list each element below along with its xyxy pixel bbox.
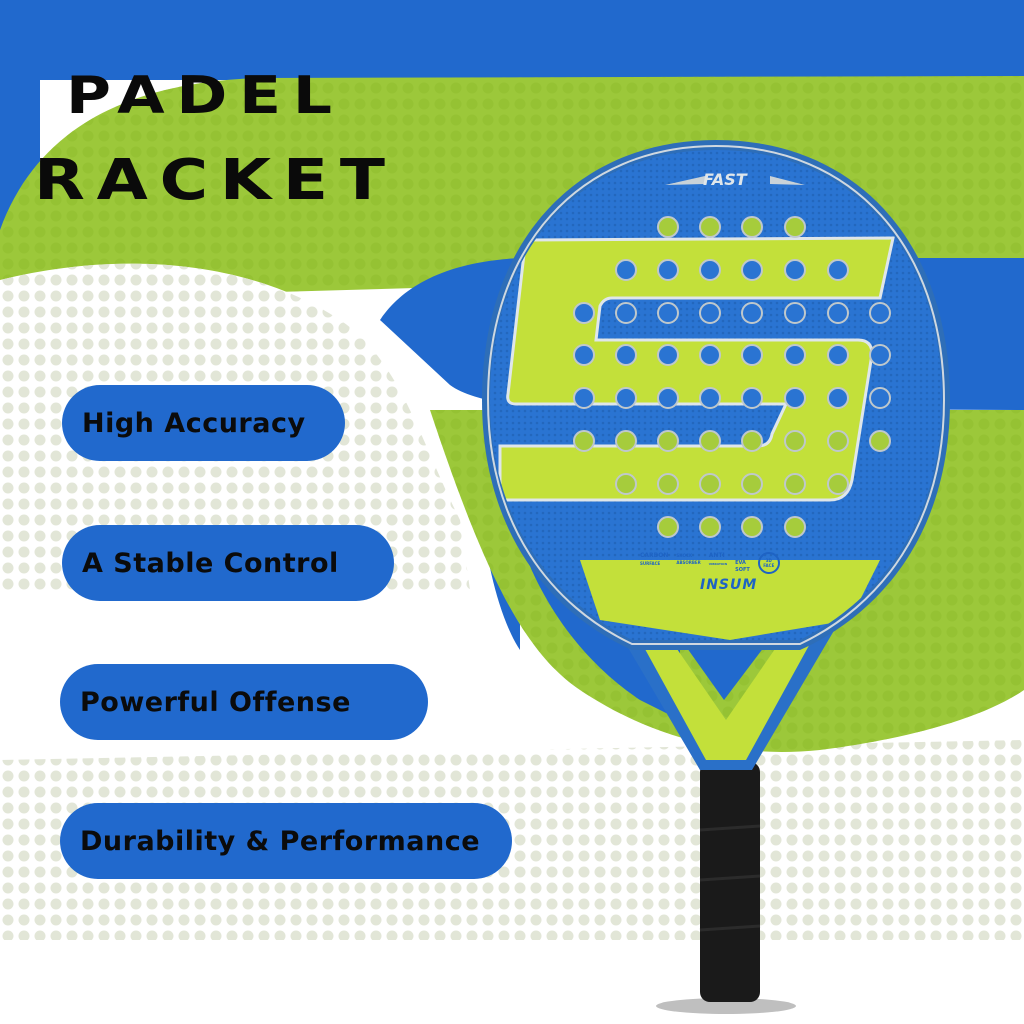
tech-badges: CARBON SURFACE SHOCK ABSORBER ANTI VIBRA…	[640, 552, 830, 574]
feature-label: Durability & Performance	[80, 825, 481, 857]
badge-shock-absorber: SHOCK ABSORBER	[676, 553, 701, 565]
feature-pill-stable-control: A Stable Control	[62, 525, 394, 601]
feature-pill-durability: Durability & Performance	[60, 803, 512, 879]
badge-anti-vibration: ANTI VIBRATION	[708, 552, 728, 566]
racket-brand-label: INSUM	[700, 577, 758, 593]
title-line-1: PADEL	[66, 66, 344, 126]
title-line-2: RACKET	[34, 148, 397, 213]
racket-fast-label: FAST	[703, 170, 747, 189]
feature-label: A Stable Control	[82, 547, 339, 579]
badge-3d-face: 3D FACE	[757, 552, 780, 574]
feature-label: High Accuracy	[82, 407, 306, 439]
feature-pill-powerful-offense: Powerful Offense	[60, 664, 428, 740]
badge-carbon-surface: CARBON SURFACE	[640, 552, 669, 566]
feature-label: Powerful Offense	[80, 686, 351, 718]
feature-pill-high-accuracy: High Accuracy	[62, 385, 345, 461]
badge-eva-soft: EVA SOFT	[735, 560, 750, 573]
